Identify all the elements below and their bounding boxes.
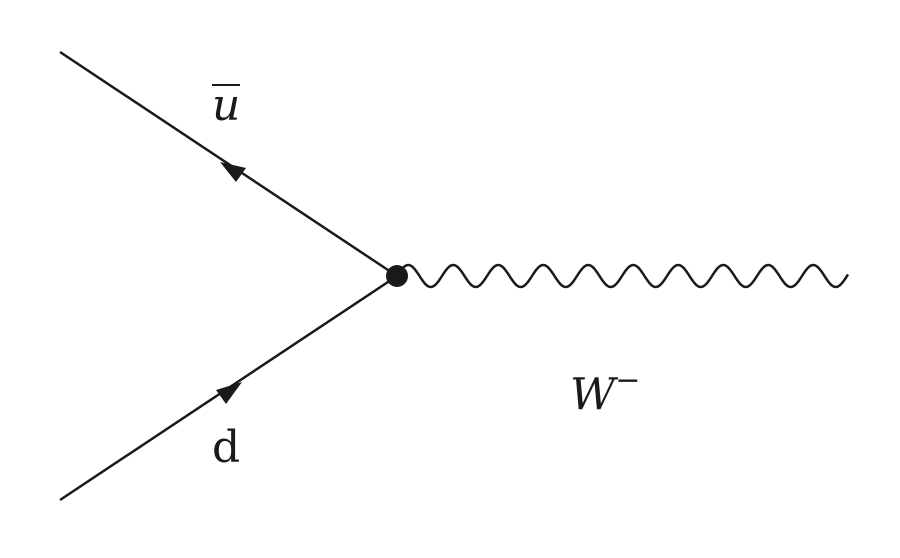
boson-label: W− bbox=[570, 363, 641, 421]
w-boson-wavy-line bbox=[395, 263, 850, 289]
quark-arrow bbox=[216, 382, 242, 404]
bar-mark bbox=[212, 84, 241, 86]
quark-label: d bbox=[212, 422, 241, 473]
vertex-dot bbox=[386, 265, 408, 287]
antiquark-label: u bbox=[212, 80, 241, 131]
antiquark-arrow bbox=[220, 162, 246, 182]
